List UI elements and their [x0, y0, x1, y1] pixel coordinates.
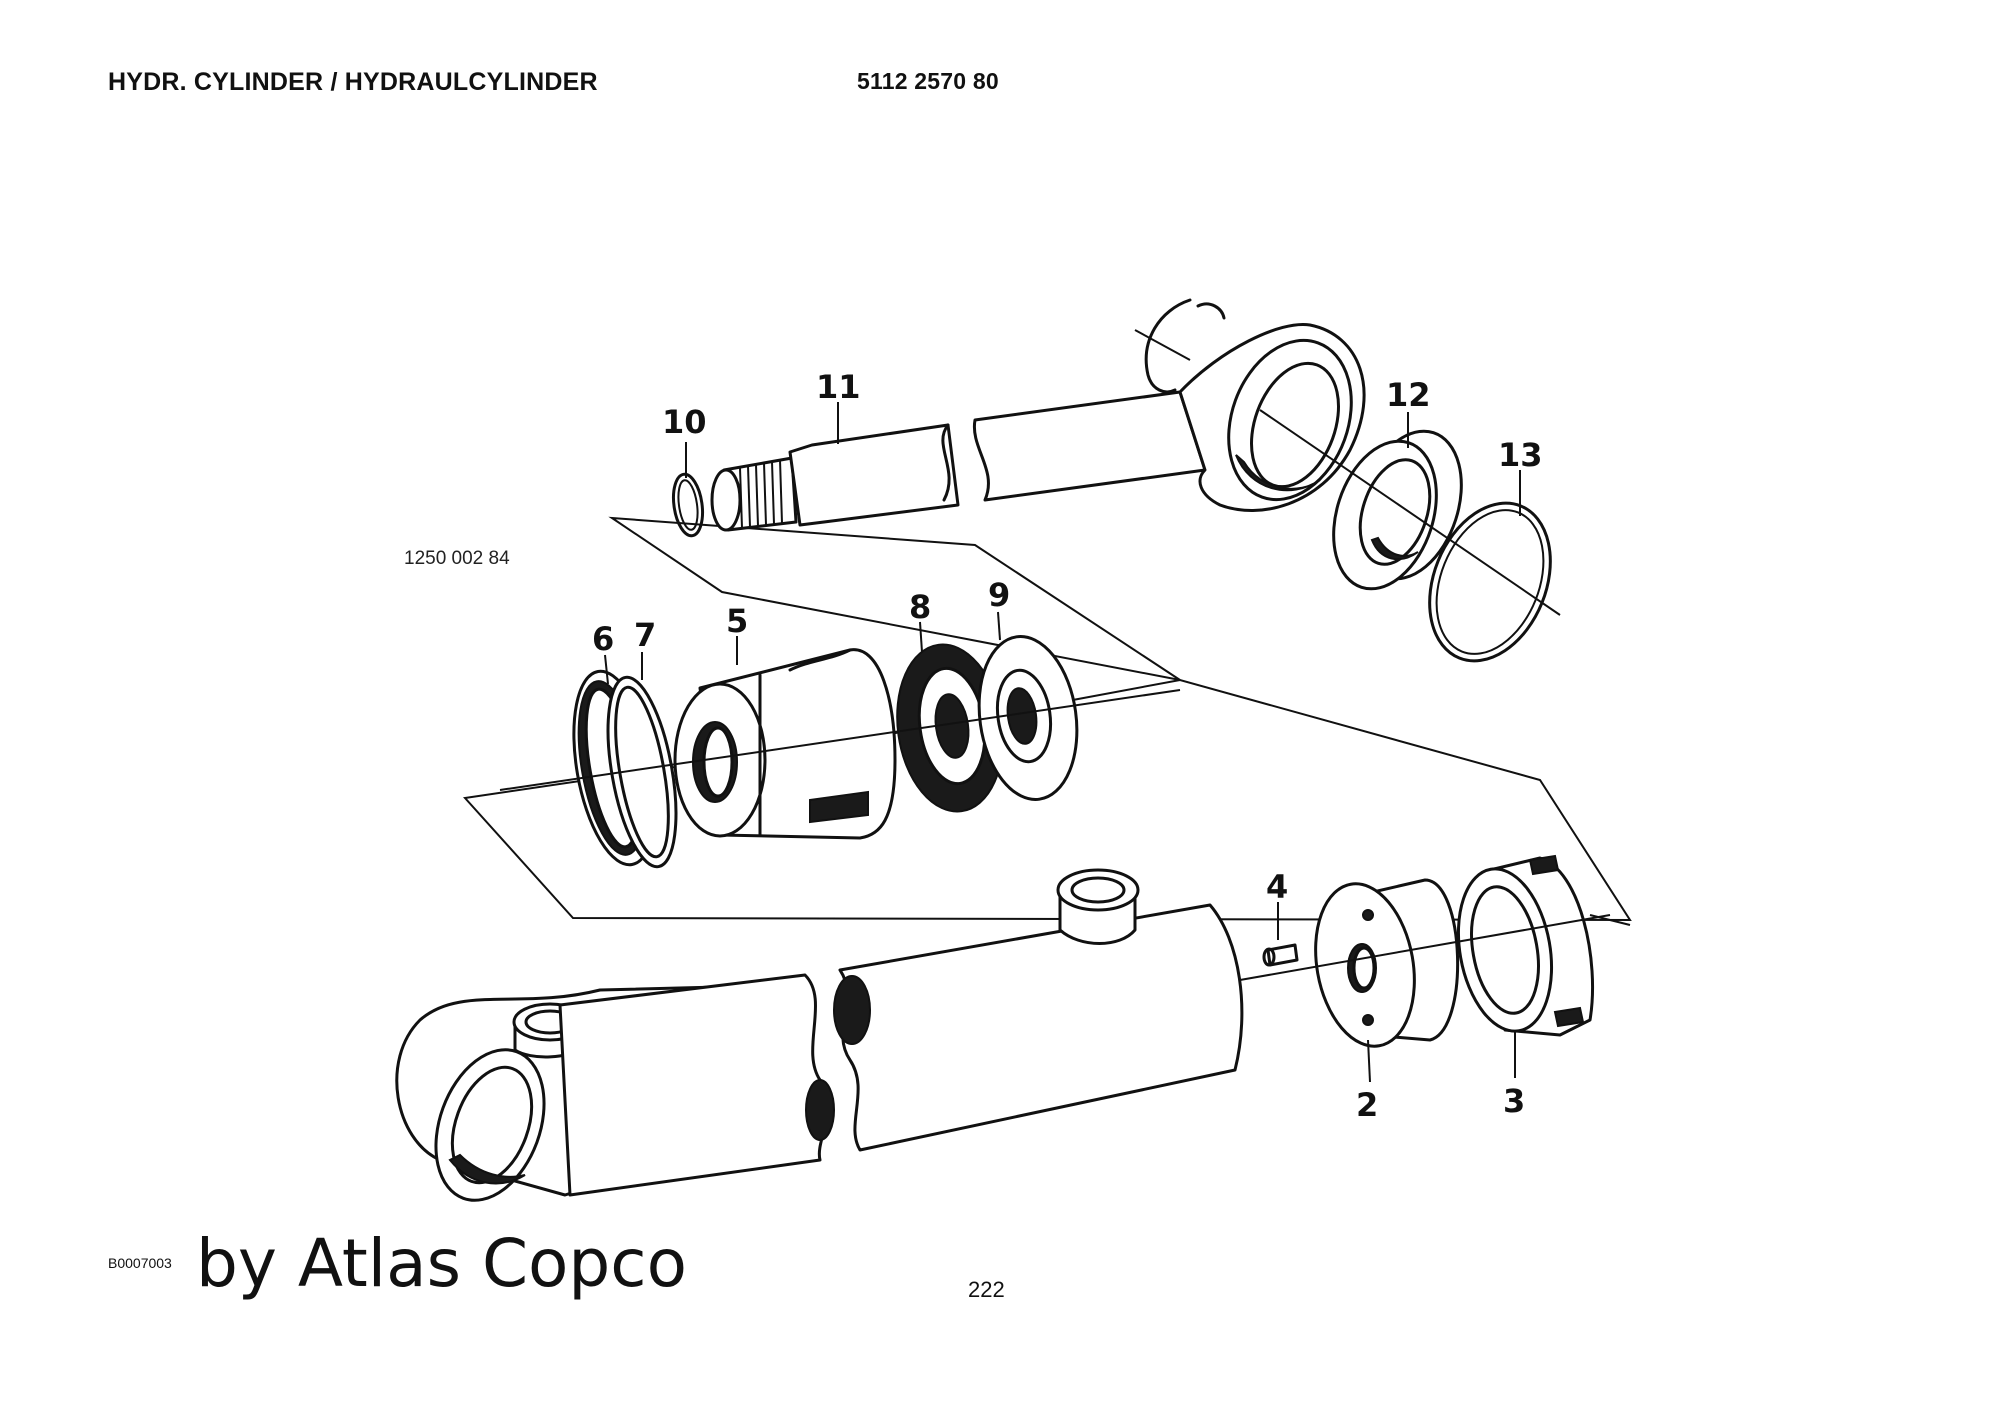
- callout-4: 4: [1266, 868, 1288, 906]
- part-8-seal: [896, 643, 1004, 813]
- part-4-set-screw: [1262, 943, 1299, 967]
- callout-8: 8: [909, 588, 931, 626]
- callout-13: 13: [1498, 436, 1543, 474]
- page-number: 222: [968, 1277, 1005, 1302]
- part-3-guide-bushing: [1456, 854, 1594, 1037]
- rod-assembly-plane: [608, 516, 1181, 681]
- callout-12: 12: [1386, 376, 1431, 414]
- part-7-guide-ring: [606, 675, 678, 869]
- callout-leaders: [604, 402, 1521, 1083]
- callout-10: 10: [662, 403, 707, 441]
- callout-6: 6: [592, 620, 614, 658]
- drawing-reference-number: 1250 002 84: [404, 548, 510, 569]
- part-9-wiper: [977, 635, 1079, 801]
- callout-3: 3: [1503, 1082, 1525, 1120]
- callout-11: 11: [816, 368, 861, 406]
- document-id: B0007003: [108, 1255, 172, 1271]
- callout-5: 5: [726, 602, 748, 640]
- part-2-cylinder-head: [1314, 878, 1459, 1048]
- cylinder-tube: [395, 868, 1244, 1202]
- callout-9: 9: [988, 576, 1010, 614]
- callout-7: 7: [634, 616, 656, 654]
- brand-caption: by Atlas Copco: [196, 1225, 687, 1302]
- part-11-piston-rod: [710, 298, 1366, 532]
- part-5-piston-guide: [673, 648, 897, 840]
- part-number: 5112 2570 80: [857, 68, 999, 94]
- page-title: HYDR. CYLINDER / HYDRAULCYLINDER: [108, 68, 598, 96]
- callout-2: 2: [1356, 1086, 1378, 1124]
- part-10-o-ring: [671, 472, 705, 538]
